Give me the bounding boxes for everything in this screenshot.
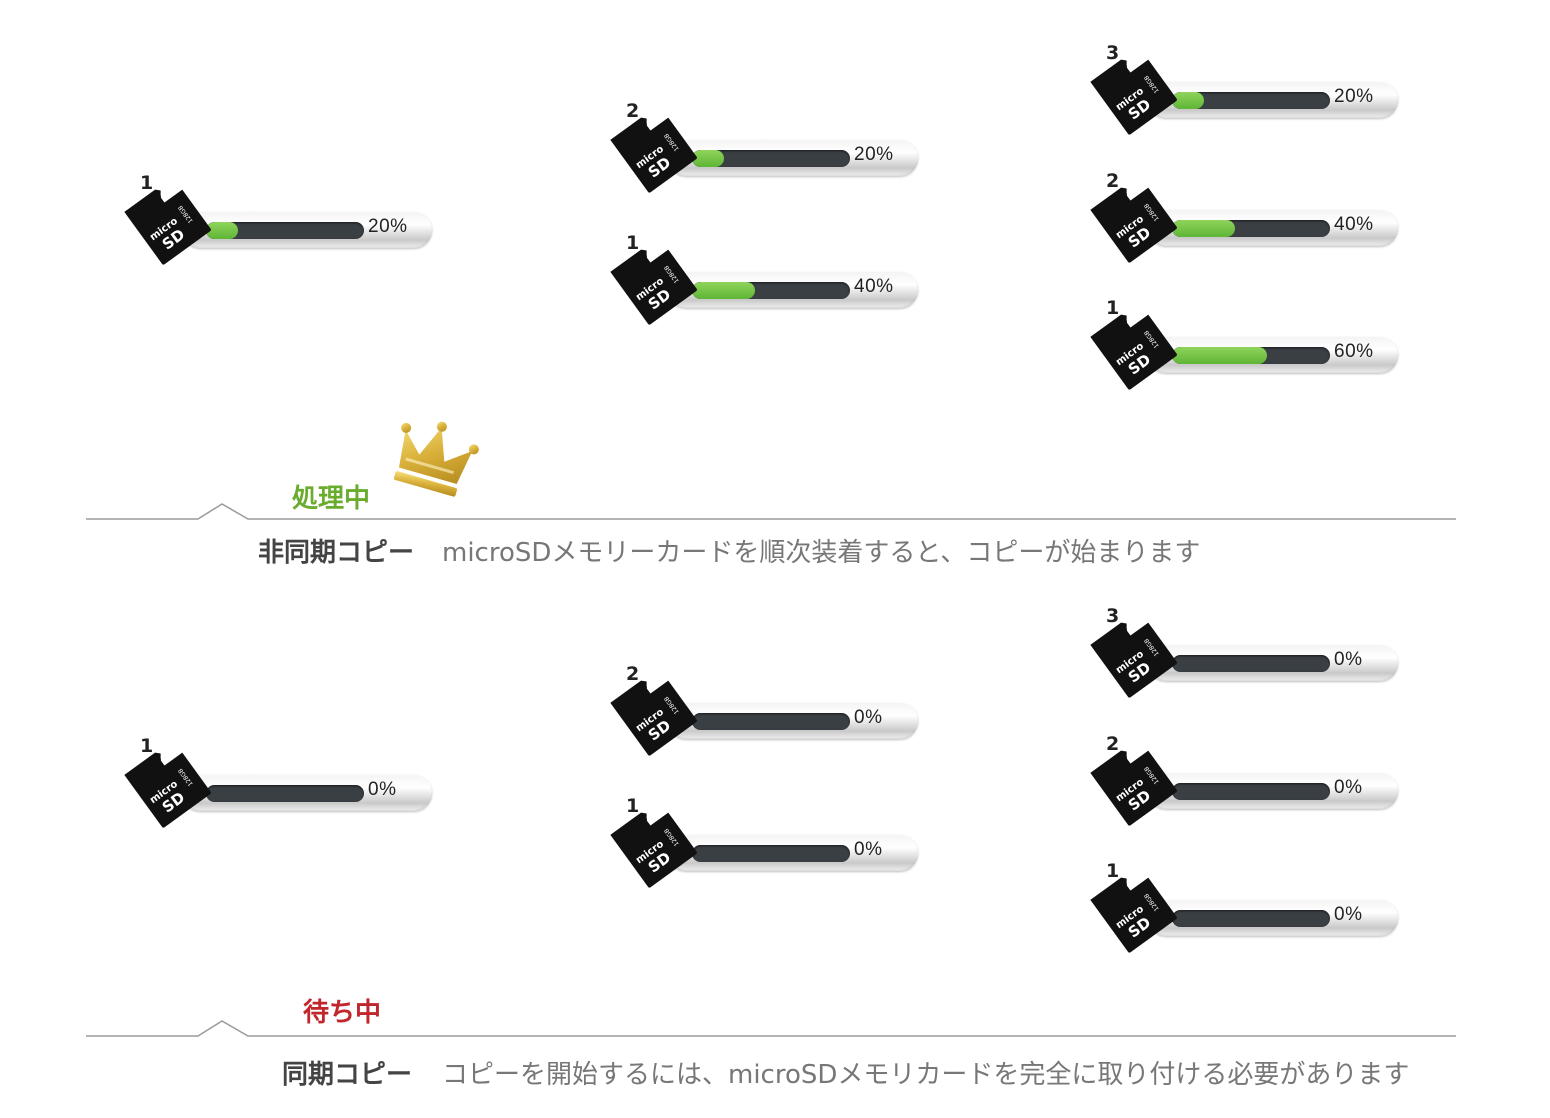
progress-fill xyxy=(692,150,724,167)
slot-number: 1 xyxy=(140,735,154,757)
progress-label: 20% xyxy=(1334,86,1374,107)
status-processing: 処理中 xyxy=(292,484,371,514)
progress-fill xyxy=(206,222,238,239)
progress-bar xyxy=(1172,783,1330,800)
progress-bar xyxy=(692,713,850,730)
progress-label: 40% xyxy=(854,276,894,297)
progress-label: 40% xyxy=(1334,214,1374,235)
async-copy-description: microSDメモリーカードを順次装着すると、コピーが始まります xyxy=(442,538,1201,568)
sync-copy-description: コピーを開始するには、microSDメモリカードを完全に取り付ける必要があります xyxy=(442,1060,1410,1090)
slot-number: 2 xyxy=(626,663,640,685)
progress-bar xyxy=(692,845,850,862)
async-copy-title: 非同期コピー xyxy=(258,538,415,568)
progress-fill xyxy=(1172,92,1204,109)
sync-copy-title: 同期コピー xyxy=(282,1060,413,1090)
progress-label: 0% xyxy=(1334,904,1363,925)
slot-number: 2 xyxy=(1106,733,1120,755)
progress-label: 0% xyxy=(854,839,883,860)
slot-number: 1 xyxy=(1106,860,1120,882)
slot-number: 1 xyxy=(140,172,154,194)
progress-label: 20% xyxy=(854,144,894,165)
slot-number: 3 xyxy=(1106,605,1120,627)
slot-number: 2 xyxy=(626,100,640,122)
progress-bar xyxy=(1172,220,1330,237)
progress-bar xyxy=(206,222,364,239)
slot-number: 1 xyxy=(1106,297,1120,319)
progress-bar xyxy=(692,150,850,167)
slot-number: 3 xyxy=(1106,42,1120,64)
progress-label: 0% xyxy=(1334,649,1363,670)
progress-fill xyxy=(1172,347,1267,364)
progress-bar xyxy=(1172,347,1330,364)
slot-number: 1 xyxy=(626,232,640,254)
progress-bar xyxy=(206,785,364,802)
progress-bar xyxy=(1172,910,1330,927)
progress-label: 0% xyxy=(368,779,397,800)
progress-label: 0% xyxy=(854,707,883,728)
progress-label: 20% xyxy=(368,216,408,237)
crown-icon xyxy=(392,420,484,508)
slot-number: 1 xyxy=(626,795,640,817)
progress-bar xyxy=(692,282,850,299)
progress-bar xyxy=(1172,655,1330,672)
progress-label: 0% xyxy=(1334,777,1363,798)
slot-number: 2 xyxy=(1106,170,1120,192)
status-waiting: 待ち中 xyxy=(303,998,382,1028)
progress-fill xyxy=(692,282,756,299)
section-divider xyxy=(86,503,1456,520)
progress-bar xyxy=(1172,92,1330,109)
progress-label: 60% xyxy=(1334,341,1374,362)
section-divider xyxy=(86,1020,1456,1037)
progress-fill xyxy=(1172,220,1236,237)
